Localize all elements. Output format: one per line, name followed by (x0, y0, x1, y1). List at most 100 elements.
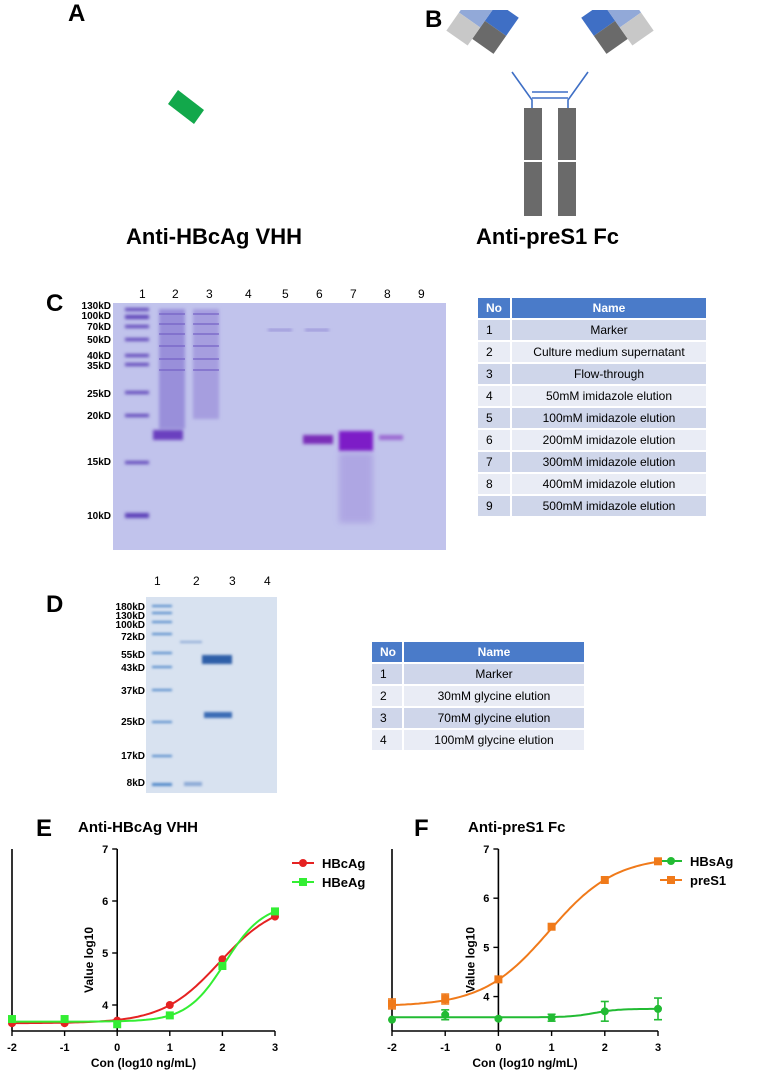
table-cell-name: 300mM imidazole elution (512, 452, 706, 472)
data-point-hbeag (271, 907, 279, 916)
table-cell-name: 400mM imidazole elution (512, 474, 706, 494)
table-cell-name: Marker (404, 664, 584, 684)
data-point-hbsag (388, 1015, 396, 1024)
data-point-hbsag (600, 1007, 609, 1016)
table-cell-no: 4 (478, 386, 512, 406)
chart-title: Anti-HBcAg VHH (78, 819, 198, 836)
marker-label: 130kD (81, 301, 111, 312)
lane-number: 7 (350, 287, 357, 301)
series-line-hbcag (12, 915, 276, 1025)
data-point-hbeag (60, 1015, 69, 1024)
series-line-hbeag (12, 910, 276, 1023)
data-point-hbeag (218, 962, 227, 970)
table-cell-no: 6 (478, 430, 512, 450)
x-tick-label: -2 (7, 1042, 17, 1054)
table-cell-no: 7 (478, 452, 512, 472)
lane-number: 8 (384, 287, 391, 301)
y-tick-label: 5 (102, 948, 108, 960)
marker-label: 37kD (121, 686, 145, 697)
y-axis-label: Value log10 (463, 927, 477, 993)
panel-label-f: F (414, 815, 429, 842)
legend-marker (667, 876, 675, 884)
table-cell-name: 100mM glycine elution (404, 730, 584, 750)
table-cell-name: Marker (512, 320, 706, 340)
table-d-header-name: Name (404, 642, 584, 662)
table-cell-name: 30mM glycine elution (404, 686, 584, 706)
table-c-header-no: No (478, 298, 512, 318)
marker-label: 25kD (121, 717, 145, 728)
lane-number: 1 (154, 574, 161, 588)
table-cell-no: 3 (372, 708, 404, 728)
y-tick-label: 5 (483, 942, 489, 954)
x-tick-label: 3 (655, 1042, 661, 1054)
data-point-pres1 (654, 857, 662, 866)
data-point-pres1 (388, 999, 396, 1008)
marker-label: 40kD (87, 351, 111, 362)
series-line-pres1 (391, 860, 659, 1007)
marker-label: 72kD (121, 632, 145, 643)
panel-label-c: C (46, 290, 64, 317)
legend-label: HBsAg (690, 854, 733, 869)
x-tick-label: 3 (272, 1042, 278, 1054)
panel-label-d: D (46, 591, 64, 618)
data-point-hbcag (165, 1001, 174, 1009)
legend-label: HBeAg (322, 875, 365, 890)
y-tick-label: 4 (102, 1000, 109, 1012)
table-cell-name: 70mM glycine elution (404, 708, 584, 728)
marker-label: 100kD (115, 620, 145, 631)
data-point-hbsag (494, 1014, 503, 1023)
marker-label: 55kD (121, 650, 145, 661)
x-tick-label: -1 (440, 1042, 450, 1054)
vhh-icon (168, 90, 204, 124)
marker-label: 25kD (87, 389, 111, 400)
x-axis-label: Con (log10 ng/mL) (472, 1056, 577, 1070)
table-d-header-no: No (372, 642, 404, 662)
table-cell-name: 50mM imidazole elution (512, 386, 706, 406)
data-point-pres1 (441, 995, 450, 1004)
x-tick-label: 2 (219, 1042, 225, 1054)
y-tick-label: 6 (483, 893, 489, 905)
chart-title: Anti-preS1 Fc (468, 819, 566, 836)
lane-number: 4 (245, 287, 252, 301)
y-tick-label: 7 (483, 844, 489, 856)
table-c-header-name: Name (512, 298, 706, 318)
lane-number: 2 (172, 287, 179, 301)
marker-label: 50kD (87, 335, 111, 346)
marker-label: 70kD (87, 322, 111, 333)
lane-number: 3 (229, 574, 236, 588)
y-tick-label: 4 (483, 992, 490, 1004)
x-axis-label: Con (log10 ng/mL) (91, 1056, 196, 1070)
marker-label: 10kD (87, 511, 111, 522)
lane-number: 5 (282, 287, 289, 301)
data-point-hbsag (654, 1004, 662, 1013)
table-cell-name: 500mM imidazole elution (512, 496, 706, 516)
data-point-hbsag (441, 1010, 450, 1019)
data-point-pres1 (494, 975, 503, 984)
table-cell-no: 5 (478, 408, 512, 428)
table-cell-name: 200mM imidazole elution (512, 430, 706, 450)
data-point-pres1 (547, 922, 556, 931)
lane-number: 3 (206, 287, 213, 301)
marker-label: 35kD (87, 361, 111, 372)
x-tick-label: 1 (167, 1042, 173, 1054)
y-tick-label: 6 (102, 896, 108, 908)
panel-label-b: B (425, 6, 443, 33)
table-cell-no: 3 (478, 364, 512, 384)
table-cell-name: 100mM imidazole elution (512, 408, 706, 428)
x-tick-label: 0 (495, 1042, 501, 1054)
x-tick-label: 2 (602, 1042, 608, 1054)
antibody-fc-icon (446, 10, 654, 216)
